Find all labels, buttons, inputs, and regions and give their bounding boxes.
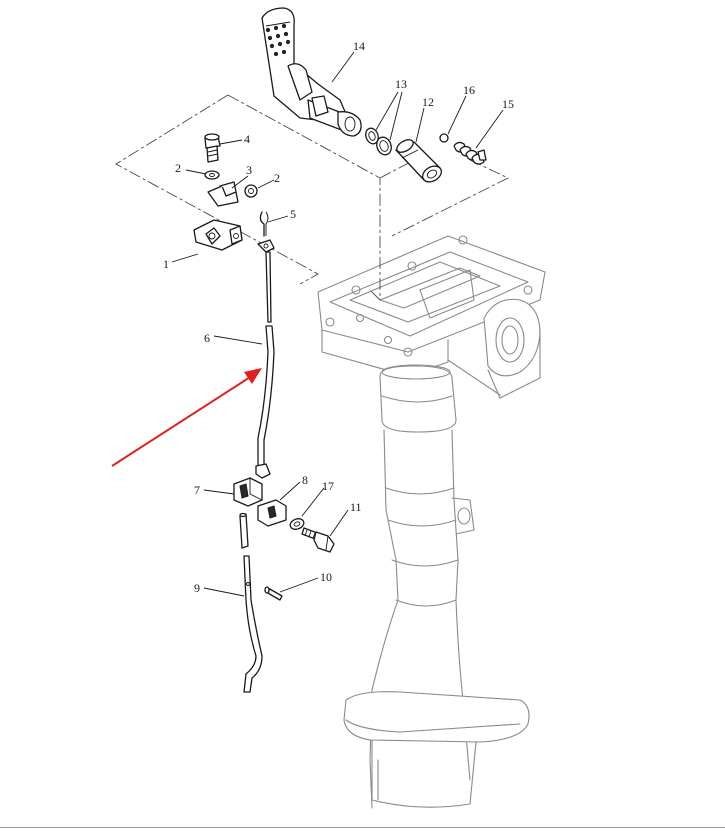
callout-4: 4 — [244, 132, 250, 146]
callout-8: 8 — [302, 473, 308, 487]
part-15-spring — [453, 141, 487, 165]
callout-10: 10 — [320, 570, 332, 584]
callout-11: 11 — [350, 500, 362, 514]
callout-15: 15 — [502, 97, 514, 111]
part-6-upper-shift-rod — [255, 239, 275, 479]
leader-lines — [171, 51, 504, 597]
part-9-lower-shift-rod — [239, 512, 263, 693]
part-1-holder — [193, 219, 243, 251]
part-11-bolt — [301, 527, 335, 553]
part-3-bracket — [207, 181, 239, 207]
part-2-washer-left — [204, 170, 220, 180]
callout-9: 9 — [194, 581, 200, 595]
bottom-divider — [0, 827, 725, 828]
callout-5: 5 — [290, 207, 296, 221]
part-7-rod-connector — [233, 477, 263, 507]
part-2-washer-right — [244, 184, 258, 198]
callout-12: 12 — [422, 95, 434, 109]
part-17-washer — [289, 518, 305, 530]
callout-2-left: 2 — [175, 161, 181, 175]
red-indicator-arrow — [111, 368, 262, 467]
callout-16: 16 — [463, 83, 475, 97]
callout-7: 7 — [194, 483, 200, 497]
part-10-pin — [264, 586, 283, 601]
part-16-ball — [439, 133, 449, 143]
part-4-bolt — [204, 133, 221, 163]
outboard-housing — [317, 235, 546, 809]
callout-labels: 14 13 12 16 15 4 2 3 2 5 1 6 7 8 17 11 9… — [163, 39, 514, 595]
part-8-clamp — [257, 499, 287, 527]
callout-2-right: 2 — [274, 171, 280, 185]
part-13-o-rings — [365, 127, 392, 156]
callout-1: 1 — [163, 257, 169, 271]
part-5-cotter-pin — [259, 211, 269, 237]
callout-13: 13 — [395, 77, 407, 91]
callout-3: 3 — [246, 163, 252, 177]
callout-14: 14 — [353, 39, 365, 53]
part-14-shift-lever — [261, 7, 362, 137]
callout-17: 17 — [322, 479, 334, 493]
callout-6: 6 — [204, 331, 210, 345]
part-12-bushing — [395, 139, 442, 183]
